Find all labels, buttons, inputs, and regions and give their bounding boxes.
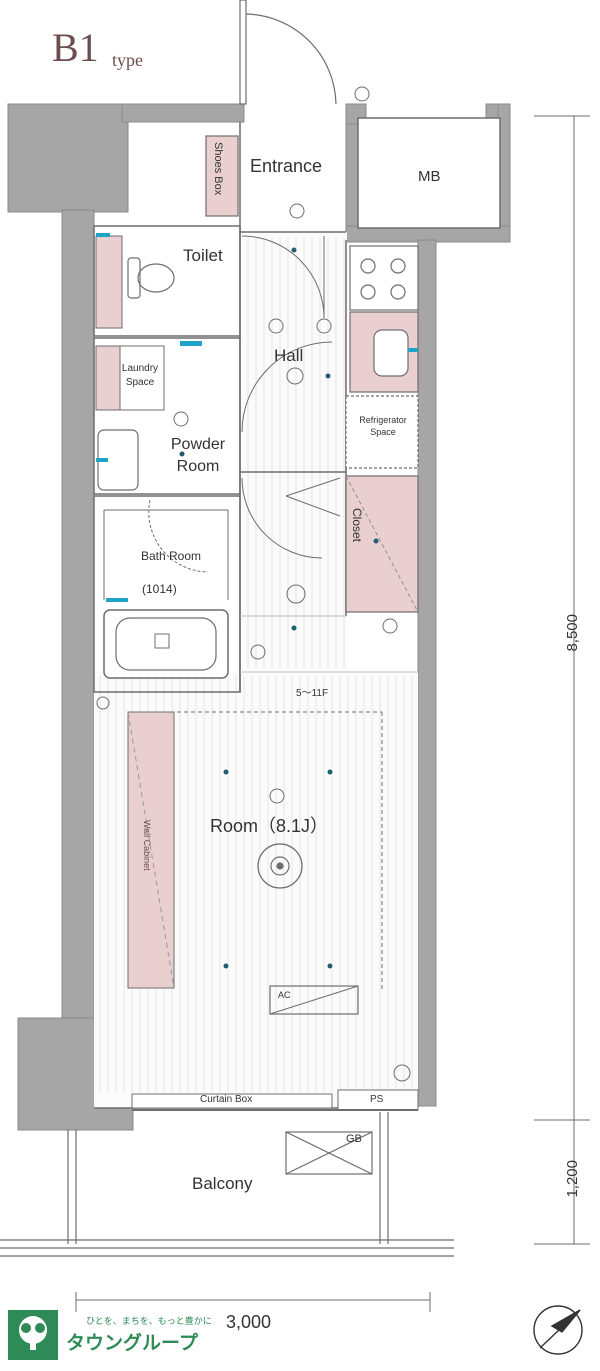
brand-name: タウングループ (66, 1333, 198, 1354)
hall-label: Hall (274, 346, 304, 365)
dimension-balcony-depth: 1,200 (564, 1160, 581, 1198)
ac-unit (269, 985, 359, 1015)
ac-label: AC (278, 990, 291, 1000)
interior-doors (148, 235, 418, 673)
shoes-box (205, 135, 239, 217)
entrance-door (239, 0, 337, 105)
ceiling-light-icon (257, 843, 303, 889)
light-fixtures (179, 247, 379, 969)
bath-room-label: Bath Room (140, 549, 202, 563)
outlet-icons (96, 86, 411, 1082)
refrigerator-space-label: Refrigerator Space (359, 415, 407, 437)
powder-door-swing (241, 477, 323, 559)
bathtub (103, 609, 229, 679)
gb-box (285, 1131, 373, 1175)
toilet-door-swing (241, 235, 325, 319)
kitchen-sink (373, 329, 409, 377)
refrigerator-space-box (345, 395, 419, 469)
gb-label: GB (346, 1133, 362, 1145)
brand-logo-icon (8, 1310, 58, 1360)
brand-tagline: ひとを、まちを、もっと豊かに (86, 1316, 212, 1326)
type-letter: B1 (52, 25, 99, 70)
north-arrow-icon (533, 1305, 583, 1355)
blue-markers (96, 233, 418, 602)
balcony-label: Balcony (192, 1174, 253, 1193)
toilet-label: Toilet (183, 246, 223, 265)
flooring-pattern (99, 238, 413, 1092)
ps-label: PS (370, 1094, 384, 1105)
closet-label: Closet (350, 508, 364, 543)
hall-floor (242, 232, 347, 672)
wall-cabinet-label: Wall Cabinet (142, 820, 152, 871)
powder-room-label: Powder Room (170, 436, 226, 475)
dimension-lines (75, 115, 590, 1312)
type-suffix: type (112, 50, 143, 70)
room-label: Room（8.1J） (210, 816, 329, 836)
wall-left (61, 209, 95, 1023)
wall-column-top-left (7, 103, 129, 213)
curtain-box (131, 1093, 333, 1109)
dimension-width: 3,000 (226, 1312, 272, 1332)
mb-room (357, 117, 501, 229)
curtain-box-label: Curtain Box (200, 1094, 253, 1105)
wall-top (121, 103, 245, 123)
entrance-label: Entrance (250, 156, 323, 176)
laundry-label: Laundry Space (121, 363, 159, 388)
stove (349, 245, 419, 311)
bathtub-inner (115, 617, 217, 671)
balcony-outline (0, 1112, 454, 1257)
laundry-pan (119, 345, 165, 411)
hall-door-swing (241, 341, 333, 433)
drain-icon (154, 633, 170, 649)
bath-code-label: (1014) (142, 582, 177, 596)
dimension-room-depth: 8,500 (564, 614, 581, 652)
floor-note-label: 5～11F (296, 688, 329, 699)
shoes-box-label: Shoes Box (212, 142, 224, 196)
laundry-cabinet (95, 345, 121, 411)
bath-door-swing (148, 499, 209, 573)
toilet-bowl-icon (127, 257, 175, 299)
kitchen (345, 245, 419, 613)
mb-label: MB (418, 168, 441, 185)
wall-right (417, 239, 437, 1107)
toilet-cabinet (95, 235, 123, 329)
